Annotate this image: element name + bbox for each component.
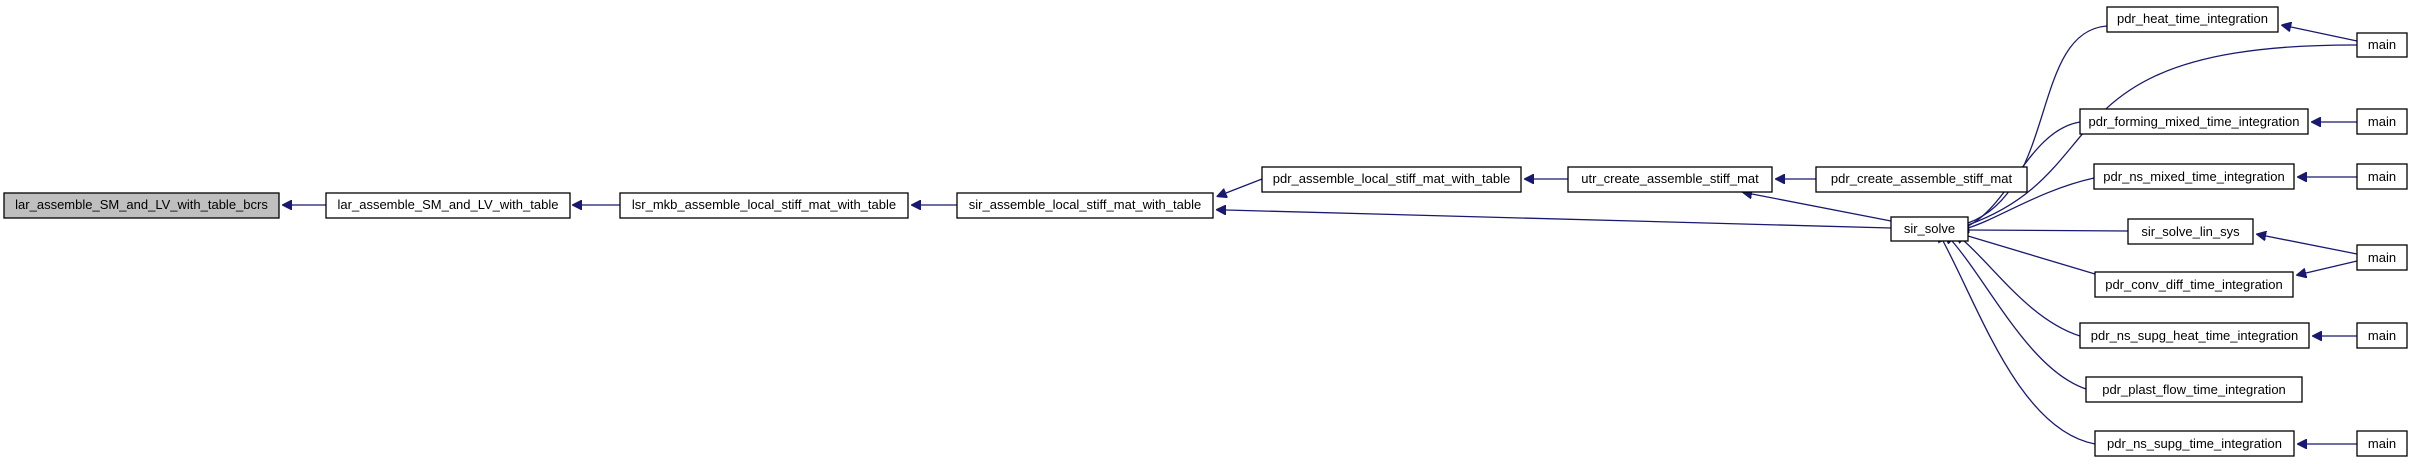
node-label: main <box>2368 114 2396 129</box>
edge-main4-to-sir-solve-lin <box>2266 236 2358 255</box>
edge-ns-supg-to-sir-solve <box>1943 241 2096 445</box>
node-plast-flow[interactable]: pdr_plast_flow_time_integration <box>2085 376 2303 403</box>
node-lar-assemble-sm-lv-bcrs[interactable]: lar_assemble_SM_and_LV_with_table_bcrs <box>3 192 280 219</box>
node-sir-assemble[interactable]: sir_assemble_local_stiff_mat_with_table <box>956 192 1214 219</box>
node-label: lsr_mkb_assemble_local_stiff_mat_with_ta… <box>632 197 896 212</box>
edges <box>292 25 2358 445</box>
edge-main4-to-conv-diff <box>2306 260 2358 273</box>
edge-ns-supg-heat-to-sir-solve <box>1963 240 2081 337</box>
node-label: utr_create_assemble_stiff_mat <box>1581 171 1759 186</box>
node-label: sir_solve <box>1904 221 1955 236</box>
node-main-6[interactable]: main <box>2356 430 2408 457</box>
node-label: pdr_ns_mixed_time_integration <box>2103 169 2284 184</box>
node-sir-solve-lin-sys[interactable]: sir_solve_lin_sys <box>2127 218 2254 245</box>
node-label: main <box>2368 169 2396 184</box>
node-main-1[interactable]: main <box>2356 32 2408 58</box>
edge-heat-time-to-sir-solve <box>1968 25 2108 223</box>
node-sir-solve[interactable]: sir_solve <box>1890 216 1969 242</box>
node-forming-mixed[interactable]: pdr_forming_mixed_time_integration <box>2079 108 2309 135</box>
node-lar-assemble-sm-lv[interactable]: lar_assemble_SM_and_LV_with_table <box>325 192 571 219</box>
edge-sir-solve-to-sir-assemble <box>1226 210 1892 229</box>
edge-sir-solve-to-utr-create <box>1752 194 1892 222</box>
node-ns-supg-heat[interactable]: pdr_ns_supg_heat_time_integration <box>2079 322 2310 349</box>
node-main-4[interactable]: main <box>2356 244 2408 271</box>
node-label: main <box>2368 328 2396 343</box>
node-label: main <box>2368 37 2396 52</box>
node-main-2[interactable]: main <box>2356 108 2408 135</box>
nodes: lar_assemble_SM_and_LV_with_table_bcrs l… <box>3 6 2408 457</box>
edge-plast-flow-to-sir-solve <box>1952 241 2087 390</box>
node-main-5[interactable]: main <box>2356 322 2408 349</box>
node-lsr-mkb-assemble[interactable]: lsr_mkb_assemble_local_stiff_mat_with_ta… <box>619 192 909 219</box>
edge-main1-to-heat-time <box>2291 27 2358 42</box>
node-label: lar_assemble_SM_and_LV_with_table <box>338 197 559 212</box>
node-pdr-assemble[interactable]: pdr_assemble_local_stiff_mat_with_table <box>1261 166 1522 193</box>
edge-ns-mixed-to-sir-solve <box>1968 177 2095 228</box>
edge-sir-solve-lin-to-sir-solve <box>1968 230 2129 231</box>
node-label: pdr_conv_diff_time_integration <box>2105 277 2283 292</box>
node-label: pdr_plast_flow_time_integration <box>2102 382 2286 397</box>
node-label: pdr_assemble_local_stiff_mat_with_table <box>1273 171 1511 186</box>
node-ns-mixed[interactable]: pdr_ns_mixed_time_integration <box>2093 163 2295 190</box>
node-label: pdr_create_assemble_stiff_mat <box>1831 171 2013 186</box>
node-label: main <box>2368 250 2396 265</box>
edge-main1-to-sir-solve <box>1968 44 2358 225</box>
node-label: lar_assemble_SM_and_LV_with_table_bcrs <box>15 197 268 212</box>
node-label: pdr_ns_supg_heat_time_integration <box>2091 328 2298 343</box>
node-label: main <box>2368 436 2396 451</box>
node-main-3[interactable]: main <box>2356 163 2408 190</box>
node-utr-create[interactable]: utr_create_assemble_stiff_mat <box>1567 166 1773 193</box>
node-pdr-create[interactable]: pdr_create_assemble_stiff_mat <box>1815 166 2028 193</box>
node-label: pdr_ns_supg_time_integration <box>2107 436 2282 451</box>
node-conv-diff[interactable]: pdr_conv_diff_time_integration <box>2094 271 2294 298</box>
edge-conv-diff-to-sir-solve <box>1968 236 2096 275</box>
node-ns-supg[interactable]: pdr_ns_supg_time_integration <box>2094 430 2295 457</box>
node-label: pdr_heat_time_integration <box>2117 11 2268 26</box>
node-label: sir_solve_lin_sys <box>2141 224 2240 239</box>
node-heat-time[interactable]: pdr_heat_time_integration <box>2106 6 2279 33</box>
node-label: sir_assemble_local_stiff_mat_with_table <box>969 197 1201 212</box>
edge-pdr-assemble-to-sir-assemble <box>1226 178 1263 193</box>
node-label: pdr_forming_mixed_time_integration <box>2088 114 2299 129</box>
